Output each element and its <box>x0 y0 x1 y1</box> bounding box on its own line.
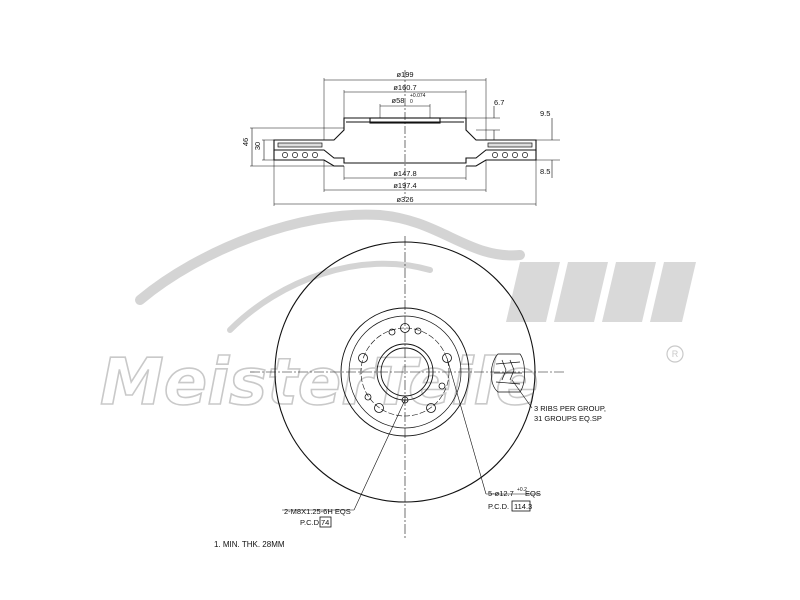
ribs-label-line1: 3 RIBS PER GROUP, <box>534 404 606 413</box>
watermark-text: MeisterTeile <box>100 346 539 420</box>
bolt-hole <box>426 403 436 413</box>
threaded-hole <box>414 327 422 335</box>
thread-label: 2-M8X1.25-6H EQS <box>284 507 351 516</box>
watermark: MeisterTeile R <box>99 209 696 421</box>
front-view <box>250 236 566 540</box>
vent-cutouts-right <box>487 142 533 158</box>
thread-pcd-label: P.C.D. <box>300 518 321 527</box>
ribs-label-line2: 31 GROUPS EQ.SP <box>534 414 602 423</box>
section-view <box>250 70 560 206</box>
thread-pcd-value: 74 <box>321 518 329 527</box>
thread-pcd-box <box>319 516 332 528</box>
holes-tol: +0.2 <box>517 487 527 493</box>
extension-lines <box>250 78 560 206</box>
center-bore <box>380 347 430 397</box>
holes-pcd-box <box>511 500 531 512</box>
registered-mark-circle <box>666 345 684 363</box>
watermark-swoosh <box>135 209 525 305</box>
section-view-labels: ø199 ø160.7 ø58 +0.074 0 6.7 9.5 46 30 8… <box>241 70 550 204</box>
hat-step <box>348 315 462 429</box>
dim-center-tol-lower: 0 <box>410 99 413 105</box>
leader-lines <box>282 357 540 511</box>
dim-mid-bottom: ø197.4 <box>393 181 416 190</box>
disc-outer-edge <box>274 241 536 503</box>
dim-hat-height: 30 <box>253 142 262 150</box>
bolt-hole <box>358 353 368 363</box>
threaded-hole <box>388 328 396 336</box>
threaded-hole <box>438 382 446 390</box>
bolt-hole <box>442 353 452 363</box>
threaded-holes <box>364 327 446 404</box>
dim-top-mid: ø160.7 <box>393 83 416 92</box>
watermark-bars <box>506 262 696 322</box>
dimension-lines <box>251 79 553 205</box>
bolt-hole <box>400 323 410 333</box>
holes-label: 5-ø12.7 <box>488 489 514 498</box>
dim-top-outer: ø199 <box>396 70 413 79</box>
dim-total-height: 46 <box>241 138 250 146</box>
vent-cutouts-left <box>277 142 323 158</box>
dim-outer: ø326 <box>396 195 413 204</box>
dim-inner-bottom: ø147.8 <box>393 169 416 178</box>
threaded-hole <box>401 396 409 404</box>
hat-outer-edge <box>340 307 470 437</box>
holes-pcd-value: 114.3 <box>514 502 532 511</box>
holes-suffix: EQS <box>525 489 541 498</box>
front-view-labels: 3 RIBS PER GROUP, 31 GROUPS EQ.SP 5-ø12.… <box>284 404 606 527</box>
watermark-swoosh-2 <box>227 260 433 333</box>
dim-hub-offset: 6.7 <box>494 98 504 107</box>
dim-disc-thickness: 8.5 <box>540 167 550 176</box>
registered-mark: R <box>672 349 679 359</box>
dim-flange: 9.5 <box>540 109 550 118</box>
holes-pcd-label: P.C.D. <box>488 502 509 511</box>
bolt-holes <box>358 323 452 413</box>
threaded-hole <box>364 393 372 401</box>
bolt-pcd-circle <box>360 327 450 417</box>
dim-center-tol-upper: +0.074 <box>410 93 426 99</box>
dim-center: ø58 <box>392 96 405 105</box>
min-thickness-note: 1. MIN. THK. 28MM <box>214 540 285 549</box>
rib-detail <box>490 353 525 393</box>
bolt-hole <box>374 403 384 413</box>
